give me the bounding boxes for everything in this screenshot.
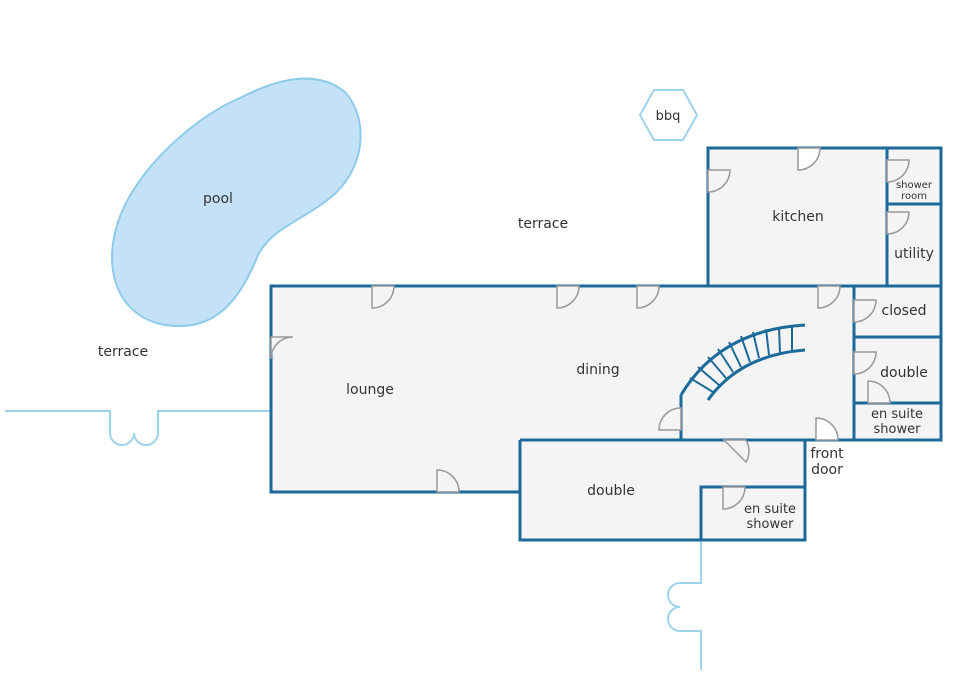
door-lounge-bottom[interactable] xyxy=(436,469,460,493)
label-kitchen: kitchen xyxy=(772,209,824,225)
label-shower-room-1: shower xyxy=(896,180,933,191)
label-lounge: lounge xyxy=(346,382,394,398)
label-front-door-1: front xyxy=(810,446,844,462)
door-utility[interactable] xyxy=(886,211,910,235)
label-bbq: bbq xyxy=(656,109,681,124)
door-front[interactable] xyxy=(815,417,839,441)
label-double-right: double xyxy=(880,365,928,381)
door-shower-room[interactable] xyxy=(886,159,910,183)
label-ensuite-right-2: shower xyxy=(874,422,922,437)
stair-inner-arc xyxy=(706,348,806,401)
label-utility: utility xyxy=(894,246,934,262)
door-lounge-left[interactable] xyxy=(270,336,294,360)
door-kitchen-left[interactable] xyxy=(707,169,731,193)
door-kitchen-top[interactable] xyxy=(797,147,821,171)
label-terrace-left: terrace xyxy=(98,344,148,360)
room-floors xyxy=(271,148,941,540)
door-dining-top-2[interactable] xyxy=(636,285,660,309)
label-ensuite-bottom-1: en suite xyxy=(744,502,796,517)
fences xyxy=(5,410,702,670)
double-bottom-floor xyxy=(520,440,805,540)
door-stair-left[interactable] xyxy=(658,407,682,431)
label-front-door-2: door xyxy=(811,462,843,478)
door-lounge-top[interactable] xyxy=(371,285,395,309)
label-ensuite-right-1: en suite xyxy=(871,407,923,422)
door-double-right[interactable] xyxy=(853,351,877,375)
bbq-hexagon xyxy=(638,89,699,141)
doors xyxy=(270,147,910,510)
hall-floor xyxy=(805,286,854,440)
door-hall-top[interactable] xyxy=(817,285,841,309)
label-shower-room-2: room xyxy=(901,191,927,202)
bottom-fence xyxy=(667,541,702,670)
double-bottom-wall xyxy=(518,440,807,542)
door-double-bottom[interactable] xyxy=(722,439,750,464)
door-closed[interactable] xyxy=(853,299,877,323)
ensuite-bottom-wall xyxy=(699,485,805,540)
pool xyxy=(111,77,362,328)
label-terrace-top: terrace xyxy=(518,216,568,232)
main-outline-left xyxy=(269,284,805,494)
left-fence xyxy=(5,410,270,446)
door-dining-top-1[interactable] xyxy=(556,285,580,309)
stair-treads xyxy=(689,326,793,393)
label-closed: closed xyxy=(882,303,927,319)
staircase xyxy=(679,323,806,401)
door-ensuite-bottom[interactable] xyxy=(722,486,746,510)
label-pool: pool xyxy=(203,191,233,207)
label-ensuite-bottom-2: shower xyxy=(747,517,795,532)
door-ensuite-right[interactable] xyxy=(867,380,891,404)
labels: pool bbq terrace terrace kitchen shower … xyxy=(98,109,934,532)
label-double-bottom: double xyxy=(587,483,635,499)
label-dining: dining xyxy=(576,362,619,378)
